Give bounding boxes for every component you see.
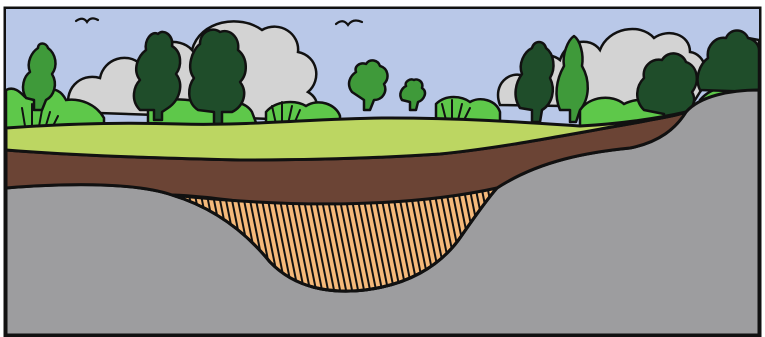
landscape-cross-section — [0, 0, 765, 337]
